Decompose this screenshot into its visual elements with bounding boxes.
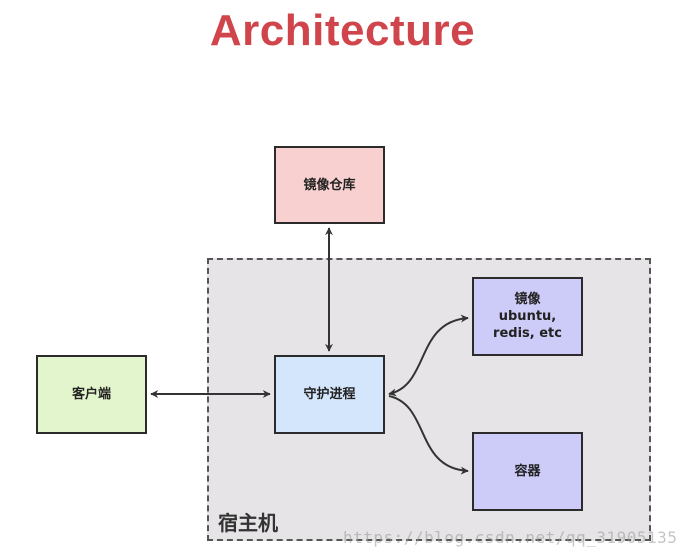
images-node: 镜像 ubuntu, redis, etc: [472, 277, 583, 356]
daemon-images-edge: [388, 314, 469, 397]
registry-label: 镜像仓库: [303, 177, 356, 193]
daemon-container-edge: [388, 395, 469, 475]
images-label-line3: redis, etc: [493, 326, 562, 341]
images-label-line2: ubuntu,: [498, 309, 557, 324]
host-machine-label: 宿主机: [218, 511, 278, 535]
container-node: 容器: [472, 432, 583, 511]
registry-node: 镜像仓库: [274, 146, 385, 224]
client-node: 客户端: [36, 355, 147, 434]
daemon-node: 守护进程: [274, 355, 385, 434]
daemon-label: 守护进程: [303, 387, 356, 402]
diagram-title: Architecture: [209, 6, 476, 55]
client-label: 客户端: [71, 387, 111, 402]
watermark-text: https://blog.csdn.net/qq_31905135: [343, 528, 678, 547]
container-label: 容器: [514, 464, 541, 479]
images-label-line1: 镜像: [514, 292, 541, 307]
